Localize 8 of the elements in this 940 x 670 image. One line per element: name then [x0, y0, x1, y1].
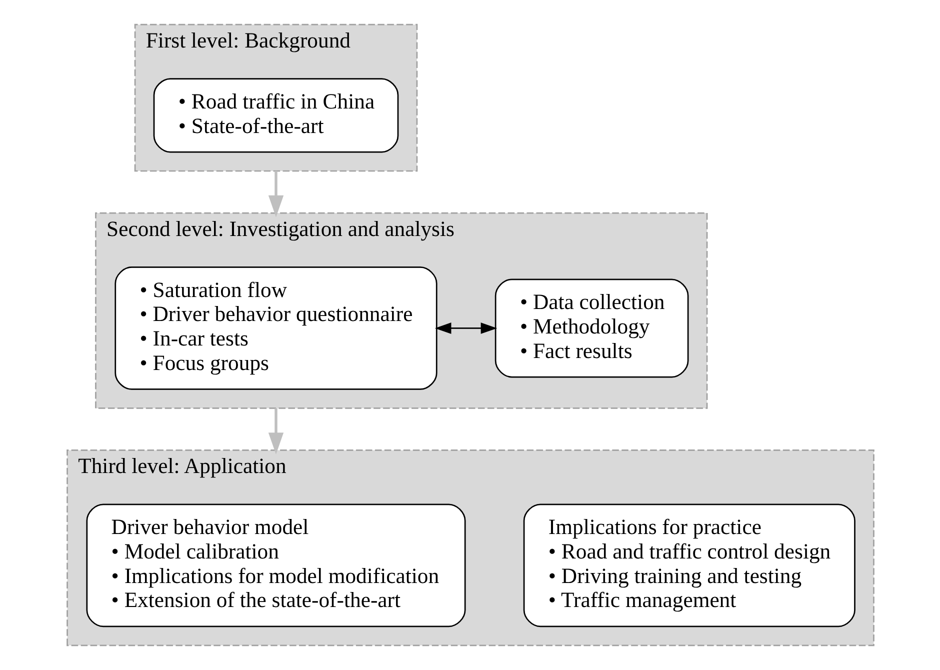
node-box: Implications for practice • Road and traffic control design • Driving training and testing • Traffic management	[522, 504, 855, 628]
arrow	[434, 322, 497, 334]
node-box: Driver behavior model • Model calibration • Implications for model modification • Extension of the state-of-the-art	[86, 504, 466, 628]
node-box: • Road traffic in China • State-of-the-art	[152, 78, 398, 153]
arrow	[268, 171, 284, 218]
arrow	[268, 408, 284, 454]
node-box: • Data collection • Methodology • Fact results	[494, 278, 688, 378]
node-box: • Saturation flow • Driver behavior questionnaire • In-car tests • Focus groups	[114, 266, 437, 390]
